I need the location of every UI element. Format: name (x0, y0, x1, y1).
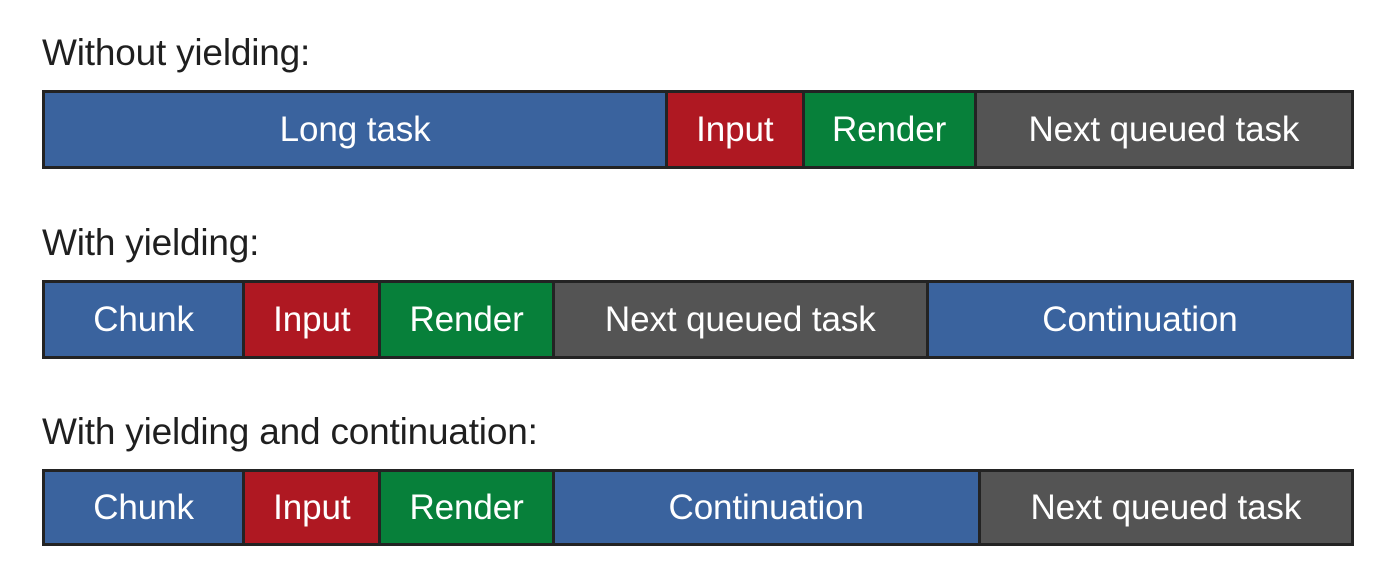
section-heading-with-yielding: With yielding: (42, 222, 260, 263)
timeline-segment-next-queued-task: Next queued task (976, 93, 1351, 166)
timeline-segment-chunk: Chunk (45, 472, 246, 543)
timeline-segment-render: Render (381, 283, 555, 356)
timeline-segment-continuation: Continuation (554, 472, 981, 543)
timeline-bar-with-yielding: Chunk Input Render Next queued task Cont… (42, 280, 1354, 359)
timeline-bar-with-yielding-and-continuation: Chunk Input Render Continuation Next que… (42, 469, 1354, 546)
timeline-segment-render: Render (804, 93, 977, 166)
timeline-section-with-yielding: With yielding: Chunk Input Render Next q… (42, 220, 1354, 359)
timeline-bar-without-yielding: Long task Input Render Next queued task (42, 90, 1354, 169)
timeline-segment-input: Input (245, 283, 382, 356)
timeline-segment-input: Input (668, 93, 805, 166)
timeline-segment-long-task: Long task (45, 93, 669, 166)
timeline-section-with-yielding-and-continuation: With yielding and continuation: Chunk In… (42, 409, 1354, 546)
section-heading-with-yielding-and-continuation: With yielding and continuation: (42, 411, 538, 452)
section-heading-without-yielding: Without yielding: (42, 32, 311, 73)
timeline-segment-next-queued-task: Next queued task (980, 472, 1351, 543)
timeline-segment-next-queued-task: Next queued task (554, 283, 929, 356)
timeline-section-without-yielding: Without yielding: Long task Input Render… (42, 30, 1354, 169)
timeline-segment-continuation: Continuation (928, 283, 1351, 356)
timeline-segment-chunk: Chunk (45, 283, 246, 356)
timeline-segment-input: Input (245, 472, 382, 543)
timeline-segment-render: Render (381, 472, 555, 543)
